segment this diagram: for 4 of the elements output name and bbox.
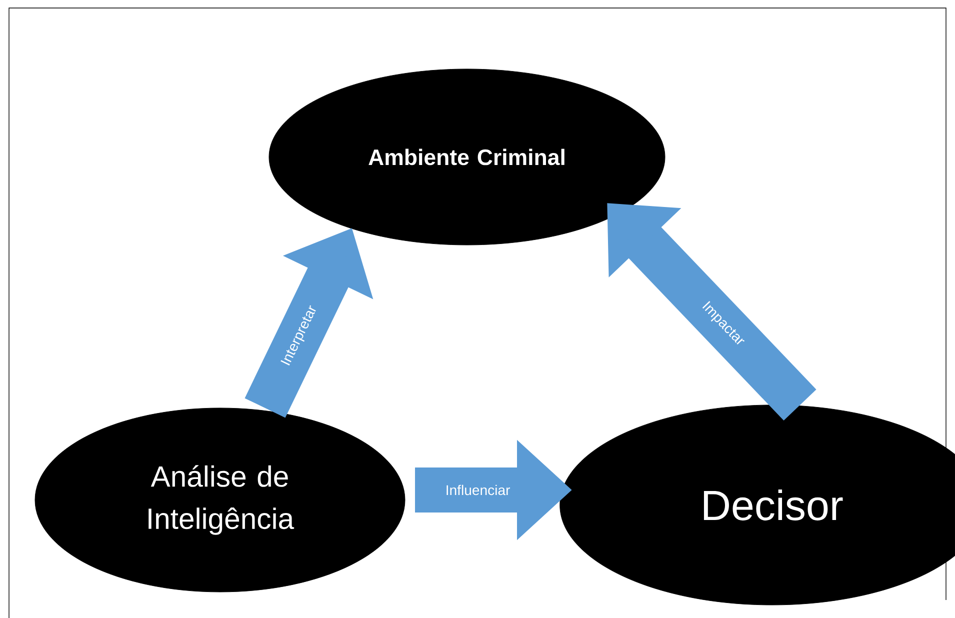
ellipse-node: Análise de Inteligência bbox=[34, 408, 406, 592]
ellipse-node: Ambiente Criminal bbox=[268, 68, 666, 246]
edge-label: Influenciar bbox=[446, 484, 510, 496]
ellipse-node: Decisor bbox=[560, 404, 955, 606]
